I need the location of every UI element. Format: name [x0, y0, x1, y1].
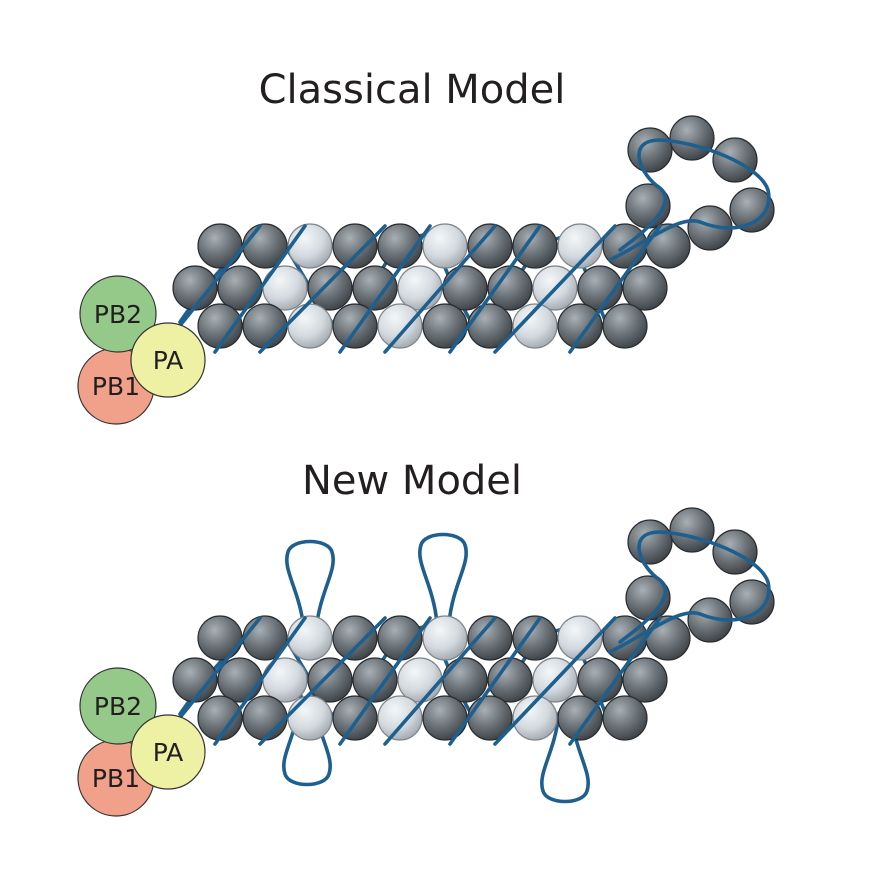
nucleoprotein — [262, 657, 308, 703]
nucleoprotein — [242, 303, 288, 349]
nucleoprotein — [602, 695, 648, 741]
polymerase-pb2: PB2 — [79, 275, 157, 353]
nucleoprotein — [512, 615, 558, 661]
nucleoprotein — [512, 223, 558, 269]
rna-front-strand — [168, 224, 662, 354]
rna-loop-top — [285, 539, 335, 632]
nucleoprotein — [352, 657, 398, 703]
nucleoprotein — [397, 657, 443, 703]
nucleoprotein — [287, 695, 333, 741]
rna-hairpin — [608, 138, 771, 262]
nucleoprotein — [467, 223, 513, 269]
nucleoprotein — [645, 223, 691, 269]
subunit-label: PB2 — [94, 692, 142, 721]
nucleoprotein — [622, 657, 668, 703]
nucleoprotein — [557, 223, 603, 269]
nucleoprotein — [627, 127, 673, 173]
nucleoprotein — [422, 695, 468, 741]
nucleoprotein — [669, 115, 715, 161]
nucleoprotein — [307, 265, 353, 311]
nucleoprotein — [262, 265, 308, 311]
nucleoprotein — [307, 657, 353, 703]
nucleoprotein — [287, 303, 333, 349]
nucleoprotein — [557, 695, 603, 741]
nucleoprotein — [422, 615, 468, 661]
nucleoprotein — [602, 303, 648, 349]
polymerase-pa: PA — [130, 714, 206, 790]
nucleoprotein — [512, 695, 558, 741]
nucleoprotein — [332, 615, 378, 661]
nucleoprotein — [512, 303, 558, 349]
nucleoprotein — [242, 695, 288, 741]
nucleoprotein — [422, 303, 468, 349]
rna-loop-bottom — [540, 711, 590, 804]
subunit-circle — [130, 322, 206, 398]
subunit-circle — [79, 667, 157, 745]
nucleoprotein — [627, 519, 673, 565]
new-model-title: New Model — [302, 458, 522, 504]
subunit-label: PB1 — [92, 372, 140, 401]
nucleoprotein — [197, 615, 243, 661]
nucleoprotein — [352, 265, 398, 311]
nucleoprotein — [467, 615, 513, 661]
classical-model-title: Classical Model — [259, 67, 566, 113]
rna-hairpin — [608, 530, 771, 654]
subunit-circle — [79, 275, 157, 353]
subunit-label: PA — [153, 738, 184, 767]
subunit-label: PA — [153, 346, 184, 375]
rna-loop-top — [418, 532, 468, 625]
subunit-label: PB2 — [94, 300, 142, 329]
nucleoprotein — [729, 187, 775, 233]
polymerase-pa: PA — [130, 322, 206, 398]
nucleoprotein — [287, 615, 333, 661]
nucleoprotein — [377, 303, 423, 349]
nucleoprotein — [397, 265, 443, 311]
subunit-label: PB1 — [92, 764, 140, 793]
polymerase-pb2: PB2 — [79, 667, 157, 745]
nucleoprotein — [669, 507, 715, 553]
nucleoprotein — [422, 223, 468, 269]
rna-loop-bottom — [282, 694, 332, 787]
nucleoprotein — [197, 223, 243, 269]
nucleoprotein — [557, 303, 603, 349]
subunit-circle — [130, 714, 206, 790]
nucleoprotein — [172, 265, 218, 311]
nucleoprotein — [729, 579, 775, 625]
rna-front-strand — [168, 616, 662, 746]
nucleoprotein — [622, 265, 668, 311]
nucleoprotein — [172, 657, 218, 703]
nucleoprotein — [442, 265, 488, 311]
nucleoprotein — [332, 223, 378, 269]
nucleoprotein — [557, 615, 603, 661]
nucleoprotein — [645, 615, 691, 661]
nucleoprotein — [287, 223, 333, 269]
nucleoprotein — [377, 695, 423, 741]
nucleoprotein — [442, 657, 488, 703]
